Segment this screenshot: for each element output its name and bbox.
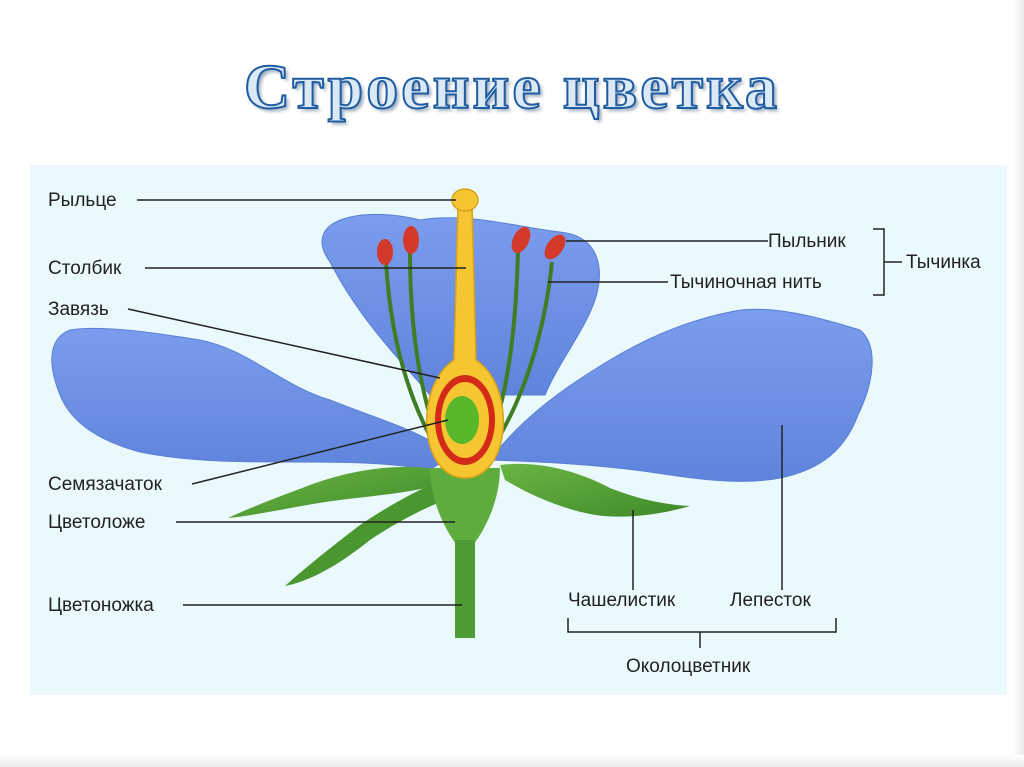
ovule <box>445 396 479 444</box>
label-filament: Тычиночная нить <box>670 272 822 293</box>
receptacle <box>430 468 500 545</box>
pedicel-stem <box>455 540 475 638</box>
label-style: Столбик <box>48 258 122 279</box>
label-petal: Лепесток <box>730 590 811 611</box>
label-receptacle: Цветоложе <box>48 512 145 533</box>
anther-1 <box>377 239 393 265</box>
label-perianth: Околоцветник <box>626 656 751 677</box>
label-ovule: Семязачаток <box>48 474 163 495</box>
anther-2 <box>403 226 419 254</box>
label-ovary: Завязь <box>48 299 109 320</box>
label-stigma: Рыльце <box>48 190 117 211</box>
label-stamen: Тычинка <box>906 252 981 273</box>
label-anther: Пыльник <box>768 231 846 252</box>
label-pedicel: Цветоножка <box>48 595 154 616</box>
label-sepal: Чашелистик <box>568 590 676 611</box>
